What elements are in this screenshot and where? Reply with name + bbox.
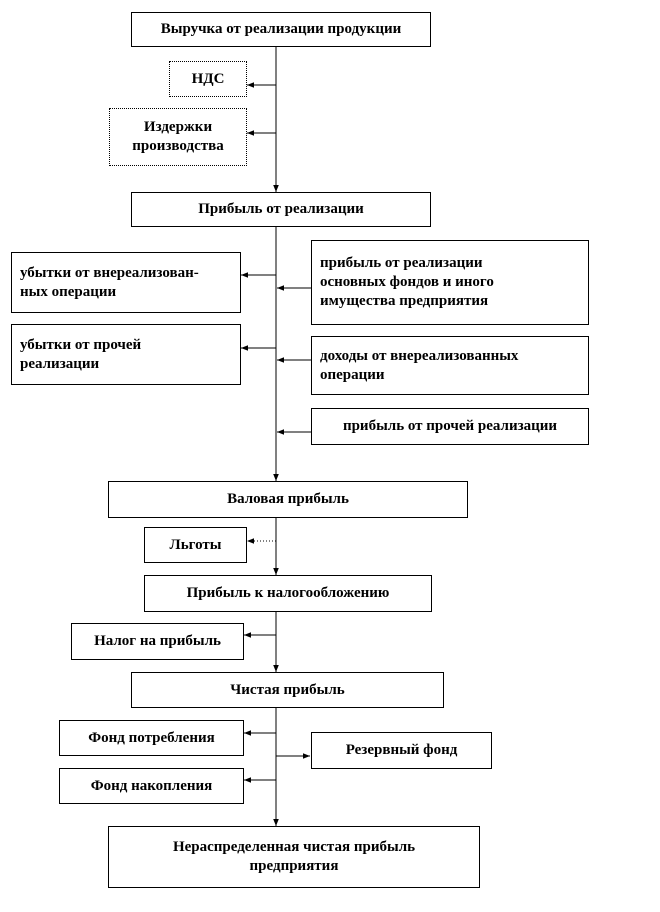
node-vat-label: НДС xyxy=(191,70,225,87)
node-benefits-label: Льготы xyxy=(169,536,222,553)
node-profit-tax-label: Налог на прибыль xyxy=(94,633,221,649)
node-retained-profit-label: Нераспределенная чистая прибыль предприя… xyxy=(172,839,416,874)
node-reserve-fund-label: Резервный фонд xyxy=(345,742,458,758)
node-taxable-profit: Прибыль к налогообложению xyxy=(144,575,432,612)
node-other-losses: убытки от прочей реализации xyxy=(11,324,241,385)
node-vat: НДС xyxy=(169,61,247,97)
node-nonsales-losses-label: убытки от внереализован- ных операции xyxy=(20,264,199,300)
node-other-sales-profit: прибыль от прочей реализации xyxy=(311,408,589,445)
node-accumulation-fund-label: Фонд накопления xyxy=(90,777,213,794)
node-asset-sale-profit-label: прибыль от реализации основных фондов и … xyxy=(320,255,494,309)
node-accumulation-fund: Фонд накопления xyxy=(59,768,244,804)
node-net-profit-label: Чистая прибыль xyxy=(230,681,345,698)
node-retained-profit: Нераспределенная чистая прибыль предприя… xyxy=(108,826,480,888)
node-costs: Издержки производства xyxy=(109,108,247,166)
node-consumption-fund-label: Фонд потребления xyxy=(88,729,215,746)
node-other-sales-profit-label: прибыль от прочей реализации xyxy=(342,418,558,434)
node-nonsales-losses: убытки от внереализован- ных операции xyxy=(11,252,241,313)
node-taxable-profit-label: Прибыль к налогообложению xyxy=(186,585,390,601)
node-nonsales-income-label: доходы от внереализованных операции xyxy=(320,347,519,383)
node-benefits: Льготы xyxy=(144,527,247,563)
node-nonsales-income: доходы от внереализованных операции xyxy=(311,336,589,395)
node-gross-profit-label: Валовая прибыль xyxy=(227,491,349,507)
node-profit-tax: Налог на прибыль xyxy=(71,623,244,660)
node-costs-label: Издержки производства xyxy=(132,119,224,154)
node-other-losses-label: убытки от прочей реализации xyxy=(20,336,142,372)
node-reserve-fund: Резервный фонд xyxy=(311,732,492,769)
node-net-profit: Чистая прибыль xyxy=(131,672,444,708)
node-revenue-label: Выручка от реализации продукции xyxy=(160,21,402,37)
node-sales-profit: Прибыль от реализации xyxy=(131,192,431,227)
node-sales-profit-label: Прибыль от реализации xyxy=(198,201,364,217)
node-gross-profit: Валовая прибыль xyxy=(108,481,468,518)
node-revenue: Выручка от реализации продукции xyxy=(131,12,431,47)
node-asset-sale-profit: прибыль от реализации основных фондов и … xyxy=(311,240,589,325)
node-consumption-fund: Фонд потребления xyxy=(59,720,244,756)
